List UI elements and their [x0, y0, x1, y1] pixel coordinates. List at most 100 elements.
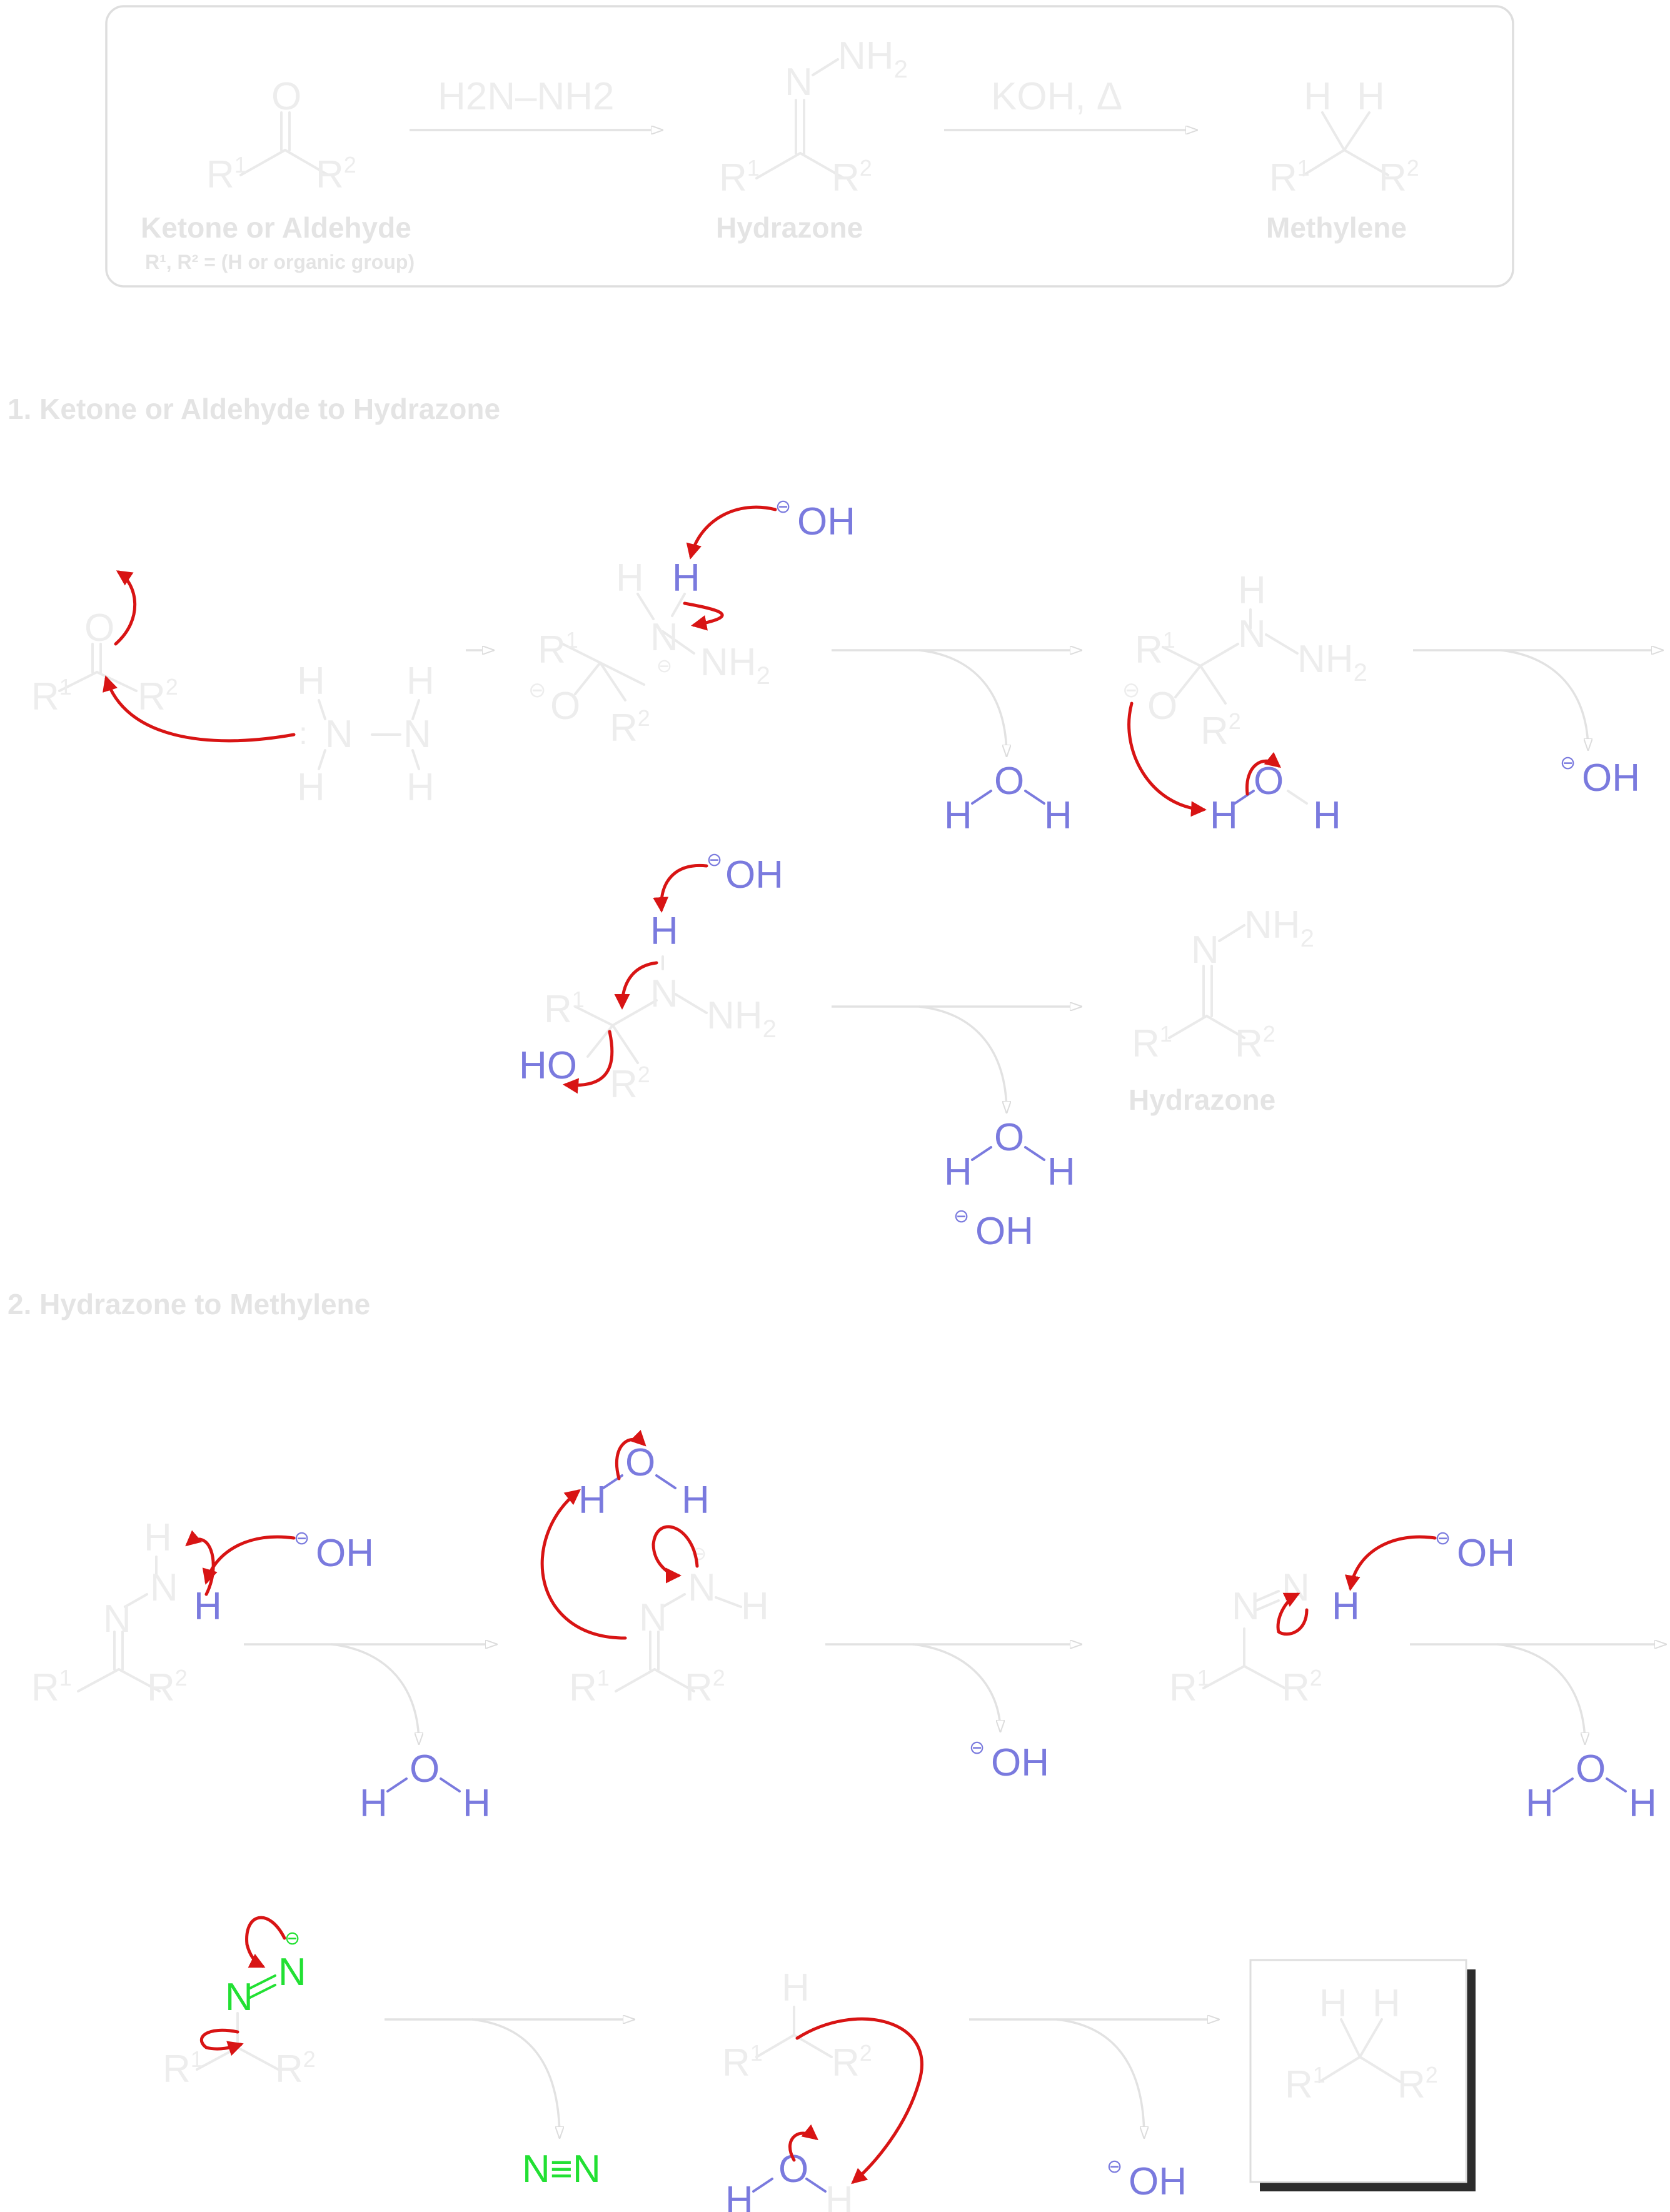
svg-text:H: H [672, 556, 700, 600]
ketone-label: Ketone or Aldehyde [141, 211, 411, 244]
overview-frame [105, 5, 1514, 288]
svg-text:R2: R2 [610, 705, 650, 750]
overview-panel: O R1 R2 Ketone or Aldehyde R¹, R² = (H o… [105, 5, 1514, 288]
hydrazone-label: Hydrazone [716, 211, 863, 244]
svg-text:H: H [144, 1516, 172, 1559]
step2-arrow-e: OH ⊖ [969, 2019, 1219, 2203]
svg-text:OH: OH [975, 1210, 1034, 1253]
svg-text:OH: OH [1129, 2160, 1187, 2203]
step2-arrow-c: O H H [1410, 1644, 1666, 1825]
hydrazone-structure: N NH2 R1 R2 Hydrazone [716, 34, 908, 244]
svg-text:H: H [1210, 794, 1238, 837]
svg-text:OH: OH [316, 1532, 374, 1575]
svg-text:H: H [1372, 1982, 1401, 2025]
svg-text:R2: R2 [138, 674, 178, 718]
svg-text:N: N [225, 1976, 253, 2019]
svg-text:H: H [1629, 1782, 1657, 1825]
svg-text:R1: R1 [1169, 1665, 1210, 1709]
svg-text:OH: OH [725, 853, 783, 897]
step2-carbanion: H R1 R2 O H H [722, 1966, 923, 2212]
svg-text:O: O [1147, 685, 1177, 728]
methylene-label: Methylene [1266, 211, 1407, 244]
svg-text:OH: OH [1582, 757, 1640, 800]
step2-diazene: N N H R1 R2 OH ⊖ [1169, 1528, 1515, 1709]
svg-text:H: H [578, 1479, 606, 1522]
svg-text:N: N [650, 616, 678, 659]
svg-text:N: N [1232, 1585, 1260, 1628]
svg-text:R2: R2 [1397, 2062, 1438, 2106]
section1-title: 1. Ketone or Aldehyde to Hydrazone [8, 393, 500, 425]
svg-text:R2: R2 [147, 1665, 188, 1709]
svg-text:N: N [650, 972, 678, 1015]
svg-text:⊖: ⊖ [775, 496, 791, 517]
svg-text:H: H [1526, 1782, 1554, 1825]
svg-text:HO: HO [519, 1044, 577, 1087]
final-product-box: H H R1 R2 [1249, 1959, 1476, 2191]
svg-text:NH2: NH2 [1297, 638, 1367, 686]
reaction-arrow-2: KOH, Δ [944, 75, 1197, 130]
svg-text:R1: R1 [569, 1665, 610, 1709]
svg-text:⊖: ⊖ [1122, 678, 1140, 702]
reagent-hydrazine: H2N–NH2 [438, 75, 615, 118]
step1-intermediate-b: R1 H N NH2 O ⊖ R2 O H H [1122, 569, 1367, 837]
step1-arrow-a: O H H [832, 650, 1082, 837]
svg-text:N: N [103, 1597, 131, 1641]
svg-text:H: H [1313, 794, 1341, 837]
svg-text:N: N [150, 1566, 178, 1609]
step1-intermediate-c: R1 N NH2 HO R2 H OH ⊖ [519, 850, 783, 1106]
svg-text:H: H [297, 766, 325, 809]
svg-text:O: O [994, 1116, 1024, 1159]
svg-text:R1: R1 [163, 2046, 203, 2091]
svg-text:H: H [360, 1782, 388, 1825]
svg-text:N: N [1238, 613, 1266, 656]
svg-text:R1: R1 [544, 987, 585, 1031]
svg-text:⊖: ⊖ [1560, 753, 1576, 773]
svg-text:R1: R1 [31, 674, 72, 718]
svg-text:⊖: ⊖ [656, 656, 672, 676]
svg-text:NH2: NH2 [838, 34, 908, 83]
svg-text:R2: R2 [610, 1062, 650, 1106]
step2-diazenide: N N ⊖ R1 R2 [163, 1916, 316, 2091]
svg-text:H: H [1357, 75, 1385, 118]
svg-text:H: H [782, 1966, 810, 2009]
svg-text:OH: OH [797, 500, 855, 543]
svg-text:H: H [1238, 569, 1266, 612]
step1-intermediate-a: R1 O ⊖ R2 N ⊖ NH2 H H OH ⊖ [528, 496, 855, 750]
svg-text:OH: OH [991, 1741, 1049, 1784]
svg-text:H: H [825, 2179, 853, 2212]
svg-text:OH: OH [1457, 1532, 1515, 1575]
svg-text:O: O [84, 606, 114, 650]
svg-text:R1: R1 [722, 2040, 763, 2084]
svg-text:N: N [785, 61, 813, 104]
svg-text:R1: R1 [719, 155, 760, 199]
svg-text:R1: R1 [31, 1665, 72, 1709]
step2-arrow-b: OH ⊖ [825, 1644, 1082, 1784]
svg-text:O: O [550, 685, 580, 728]
step2-arrow-a: O H H [244, 1644, 497, 1825]
svg-text:O: O [410, 1747, 440, 1791]
step2-hydrazone: N N H H R1 R2 OH ⊖ [31, 1516, 374, 1709]
svg-text:N: N [325, 713, 353, 756]
svg-text:NH2: NH2 [700, 641, 770, 690]
svg-text:⊖: ⊖ [969, 1737, 985, 1758]
svg-text:H: H [297, 660, 325, 703]
svg-text:R1: R1 [1135, 627, 1175, 671]
product-box-frame [1249, 1959, 1467, 2183]
svg-text:H: H [1047, 1150, 1075, 1194]
svg-text:H: H [944, 794, 972, 837]
step1-product: N NH2 R1 R2 Hydrazone [1129, 903, 1314, 1116]
svg-text:H: H [463, 1782, 491, 1825]
step2-arrow-d: N≡N [385, 2019, 635, 2191]
methylene-structure: H H R1 R2 Methylene [1266, 75, 1419, 244]
svg-text:N: N [688, 1566, 716, 1609]
svg-text:O: O [778, 2148, 808, 2191]
section2-title: 2. Hydrazone to Methylene [8, 1288, 370, 1320]
svg-text:⊖: ⊖ [284, 1928, 300, 1949]
svg-text:R2: R2 [1200, 708, 1241, 753]
svg-text:O: O [625, 1441, 655, 1484]
svg-text:H: H [406, 766, 435, 809]
svg-text:N: N [403, 713, 431, 756]
svg-text:⊖: ⊖ [1107, 2156, 1122, 2177]
svg-text:R2: R2 [1235, 1021, 1275, 1065]
